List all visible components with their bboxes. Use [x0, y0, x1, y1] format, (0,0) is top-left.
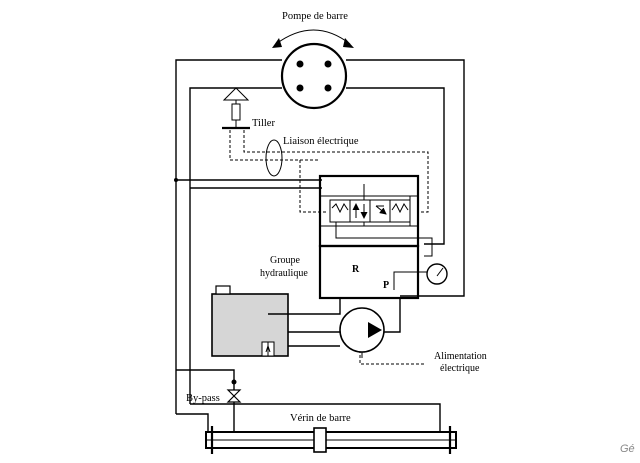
- tiller-icon: [222, 87, 250, 130]
- helm-pump-icon: [280, 42, 348, 110]
- rotation-arrow-icon: [272, 29, 354, 48]
- electric-pump-icon: [339, 307, 385, 358]
- label-electrique: électrique: [440, 363, 480, 374]
- label-by-pass: By-pass: [186, 393, 220, 404]
- label-p: P: [383, 280, 389, 291]
- label-tiller: Tiller: [252, 118, 275, 129]
- watermark-text: Gé: [620, 443, 635, 455]
- hydraulic-group-block: [318, 174, 420, 300]
- directional-valve-icon: [329, 199, 411, 223]
- hydraulic-lines: [174, 59, 465, 432]
- label-pompe-de-barre: Pompe de barre: [282, 11, 348, 22]
- label-alimentation: Alimentation: [434, 351, 487, 362]
- label-r: R: [352, 264, 360, 275]
- steering-cylinder-icon: [205, 426, 457, 454]
- reservoir-tank-icon: [211, 285, 289, 357]
- label-hydraulique: hydraulique: [260, 268, 308, 279]
- reservoir-lines: [267, 298, 401, 356]
- label-verin-de-barre: Vérin de barre: [290, 413, 351, 424]
- pressure-gauge-icon: [393, 263, 448, 290]
- bypass-valve-icon: [226, 379, 242, 403]
- label-liaison-electrique: Liaison électrique: [283, 136, 359, 147]
- label-groupe: Groupe: [270, 255, 301, 266]
